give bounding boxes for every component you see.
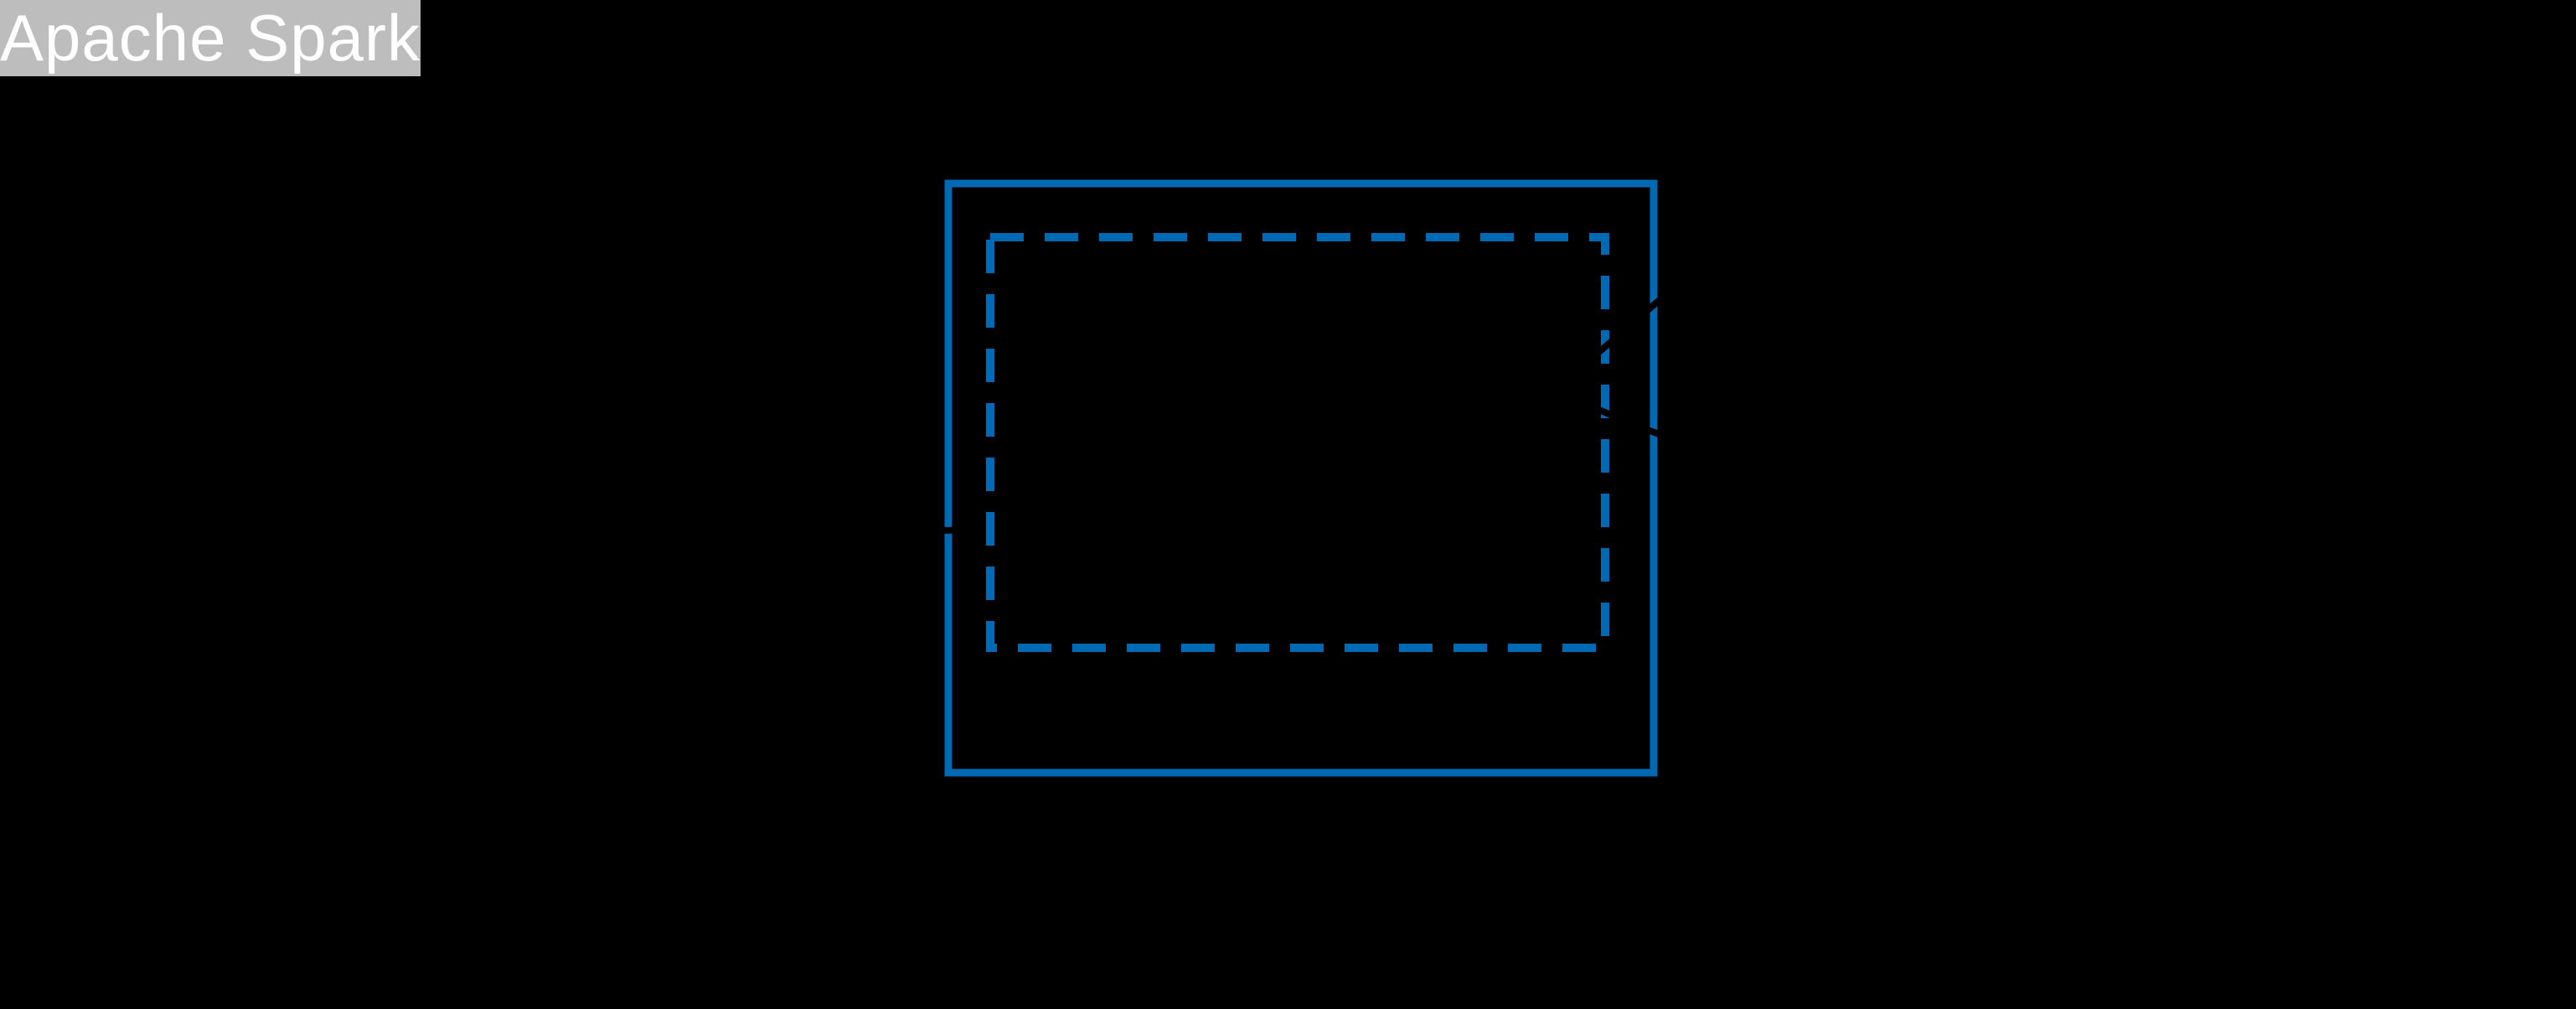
enclave-outer-border: [944, 179, 1658, 777]
stack-apache-spark-box: Apache Spark: [0, 0, 421, 76]
enclave-dashed-border: [986, 233, 1609, 652]
brace-upper-line: [1548, 214, 2010, 392]
sgx-callout-line: [526, 512, 964, 536]
brace-lower-line: [1549, 385, 2010, 466]
apache-spark-label: Apache Spark: [0, 1, 421, 75]
